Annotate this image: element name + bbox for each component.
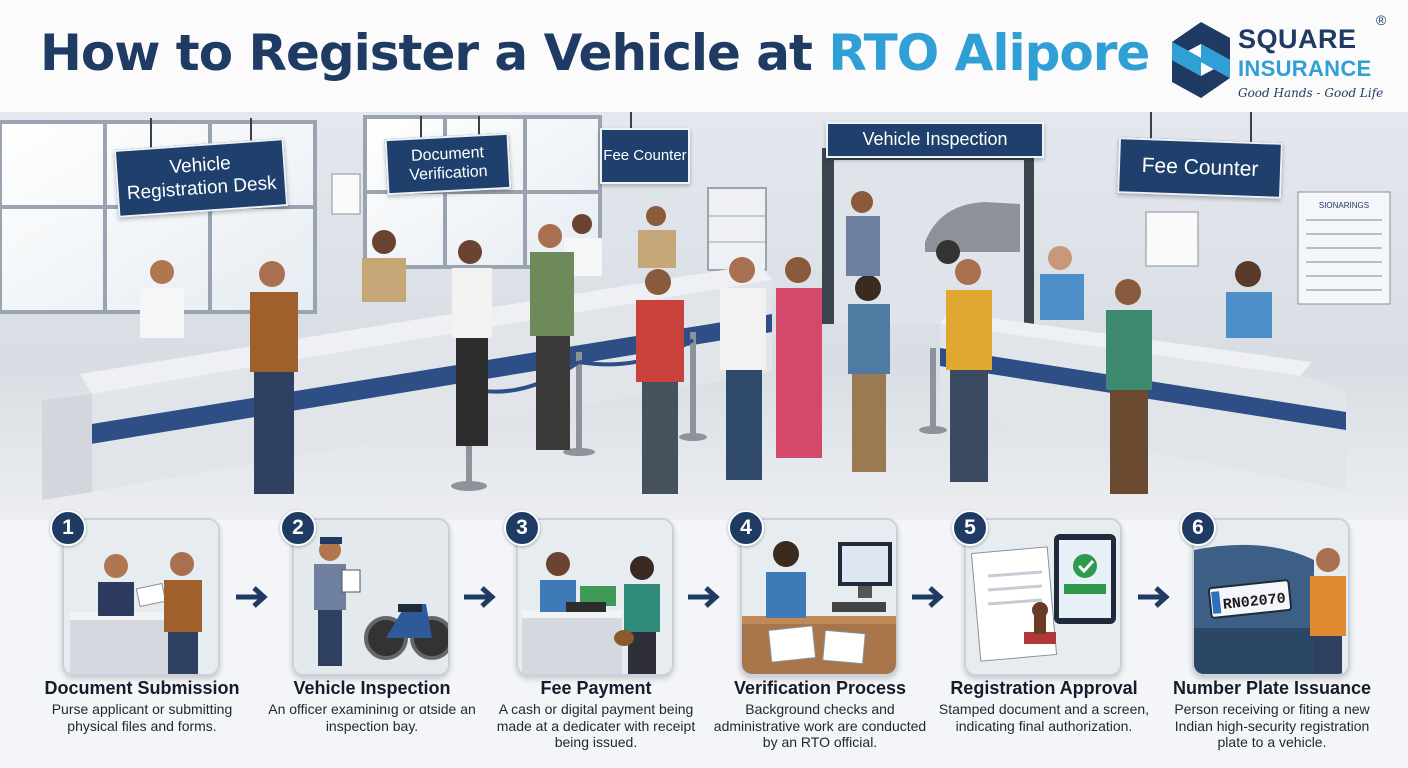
title-highlight: RTO Alipore — [828, 24, 1150, 82]
step-description: Stamped document and a screen, indicatin… — [938, 701, 1150, 734]
step-title: Vehicle Inspection — [293, 678, 451, 698]
arrow-right-icon — [1138, 586, 1170, 608]
step-number-badge: 3 — [504, 510, 540, 546]
registration-steps: 1 Document Submission Purse applicant or… — [0, 510, 1408, 768]
step-description: Background checks and administrative wor… — [713, 701, 927, 750]
verification-process-icon — [742, 520, 896, 674]
step-card — [292, 518, 450, 676]
step-title: Verification Process — [733, 678, 907, 698]
logo-name-insurance: INSURANCE — [1238, 56, 1372, 81]
title-main: How to Register a Vehicle at — [40, 24, 829, 82]
sign-wire — [150, 118, 152, 148]
step-card — [964, 518, 1122, 676]
sign-vehicle-registration-desk: Vehicle Registration Desk — [113, 138, 289, 218]
step-document-submission: 1 Document Submission Purse applicant or… — [44, 510, 272, 768]
step-title: Document Submission — [44, 678, 240, 698]
number-plate-icon: RN02070 — [1194, 520, 1348, 674]
plate-number-text: RN02070 — [1222, 590, 1286, 613]
step-card — [740, 518, 898, 676]
step-verification-process: 4 Verification Process Background checks… — [714, 510, 950, 768]
sign-fee-counter-small: Fee Counter — [600, 128, 690, 184]
document-submission-icon — [64, 520, 218, 674]
arrow-right-icon — [236, 586, 268, 608]
vehicle-inspection-icon — [294, 520, 448, 674]
logo-tagline: Good Hands - Good Life — [1238, 86, 1384, 100]
arrow-right-icon — [464, 586, 496, 608]
step-card: RN02070 — [1192, 518, 1350, 676]
step-number-badge: 4 — [728, 510, 764, 546]
fee-payment-icon — [518, 520, 672, 674]
square-insurance-logo: SQUARE INSURANCE Good Hands - Good Life … — [1170, 12, 1400, 106]
step-card — [516, 518, 674, 676]
sign-wire — [250, 118, 252, 144]
step-fee-payment: 3 Fee Payment A cash or digital payment … — [497, 510, 726, 768]
step-card — [62, 518, 220, 676]
sign-document-verification: Document Verification — [384, 132, 512, 196]
logo-s-mark-icon — [1172, 22, 1230, 98]
office-illustration: SIONARINGS — [0, 112, 1408, 520]
sign-fee-counter-large: Fee Counter — [1117, 137, 1283, 199]
step-description: An officer examininıg or ɑtside an inspe… — [268, 701, 476, 734]
sign-wire — [1250, 112, 1252, 142]
step-vehicle-inspection: 2 Vehicle Inspection An officer examinin… — [268, 510, 502, 768]
step-number-badge: 2 — [280, 510, 316, 546]
people — [140, 191, 1272, 494]
sign-wire — [630, 112, 632, 132]
page-title: How to Register a Vehicle at RTO Alipore — [40, 24, 1150, 82]
step-description: A cash or digital payment being made at … — [496, 701, 696, 750]
sign-wire — [478, 116, 480, 140]
arrow-right-icon — [688, 586, 720, 608]
notice-board-label: SIONARINGS — [1319, 201, 1369, 210]
step-description: Person receiving or fiting a new Indian … — [1174, 701, 1370, 750]
header: How to Register a Vehicle at RTO Alipore… — [0, 0, 1408, 112]
rto-office-scene: SIONARINGS — [0, 112, 1408, 520]
registered-mark: ® — [1376, 12, 1387, 28]
step-registration-approval: 5 Registration Approval Stamped document… — [939, 510, 1174, 768]
arrow-right-icon — [912, 586, 944, 608]
sign-wire — [1150, 112, 1152, 142]
step-number-badge: 6 — [1180, 510, 1216, 546]
sign-vehicle-inspection: Vehicle Inspection — [826, 122, 1044, 158]
step-number-badge: 1 — [50, 510, 86, 546]
sign-wire — [420, 116, 422, 140]
step-title: Number Plate Issuance — [1172, 678, 1372, 698]
step-description: Purse applicant or submitting physical f… — [51, 701, 233, 734]
step-title: Registration Approval — [950, 678, 1138, 698]
step-title: Fee Payment — [540, 678, 652, 698]
step-number-plate-issuance: 6 RN02070 Number Plate Issuance Person r… — [1173, 510, 1402, 768]
registration-approval-icon — [966, 520, 1120, 674]
logo-name-square: SQUARE — [1238, 24, 1357, 54]
step-number-badge: 5 — [952, 510, 988, 546]
